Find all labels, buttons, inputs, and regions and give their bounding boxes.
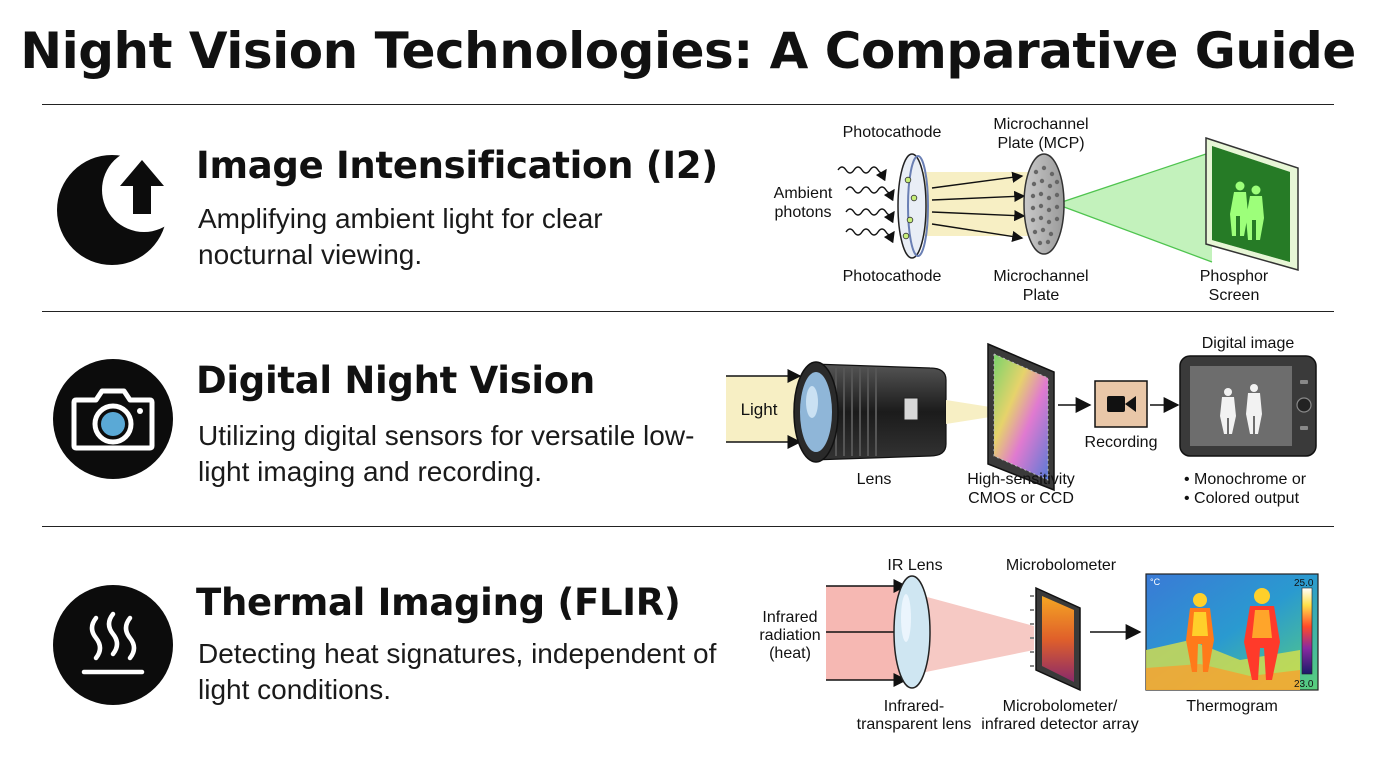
page-title: Night Vision Technologies: A Comparative… <box>20 22 1356 80</box>
label-light: Light <box>741 400 778 419</box>
photon-waves <box>837 166 895 244</box>
label-mcp-bottom: Microchannel <box>993 268 1088 285</box>
label-microbolometer: Microbolometer <box>1006 557 1117 574</box>
label-mcp-bottom: Plate <box>1023 287 1060 304</box>
section-description-digital: Utilizing digital sensors for versatile … <box>198 420 695 487</box>
microbolometer-shape <box>1030 586 1081 692</box>
recording-icon <box>1094 380 1148 428</box>
label-lens-bottom: Infrared- <box>884 698 944 715</box>
camera-lens-shape <box>793 361 947 463</box>
label-mcp-top: Plate (MCP) <box>997 135 1084 152</box>
label-recording: Recording <box>1085 434 1158 451</box>
thermogram-scale-unit: °C <box>1150 577 1161 587</box>
label-lens-bottom: transparent lens <box>857 716 972 733</box>
label-phosphor-screen: Screen <box>1209 287 1260 304</box>
phosphor-screen-shape <box>1205 136 1299 271</box>
label-digital-image: Digital image <box>1202 335 1295 352</box>
thermogram-scale-max: 25.0 <box>1294 578 1314 589</box>
moon-arrow-up-icon <box>56 148 172 271</box>
label-ambient-photons: Ambient <box>774 185 833 202</box>
section-description-thermal: Detecting heat signatures, independent o… <box>198 638 717 705</box>
divider <box>42 526 1334 527</box>
label-ambient-photons: photons <box>775 204 832 221</box>
label-infrared-radiation: (heat) <box>769 645 811 662</box>
label-sensor: CMOS or CCD <box>968 490 1074 507</box>
thermogram-scale-min: 23.0 <box>1294 679 1314 690</box>
label-phosphor-screen: Phosphor <box>1200 268 1269 285</box>
label-photocathode-top: Photocathode <box>843 124 942 141</box>
photocathode-shape <box>897 153 927 259</box>
label-infrared-radiation: Infrared <box>762 609 817 626</box>
thermogram-image <box>1145 573 1319 691</box>
sensor-shape <box>987 342 1055 492</box>
label-infrared-radiation: radiation <box>759 627 820 644</box>
divider <box>42 104 1334 105</box>
label-ir-lens: IR Lens <box>887 557 942 574</box>
ir-lens-shape <box>893 575 931 689</box>
heat-waves-icon <box>52 584 174 711</box>
section-title-i2: Image Intensification (I2) <box>196 144 718 187</box>
section-title-thermal: Thermal Imaging (FLIR) <box>196 581 681 624</box>
mcp-shape <box>1023 153 1065 255</box>
section-title-digital: Digital Night Vision <box>196 359 595 402</box>
label-thermogram: Thermogram <box>1186 698 1278 715</box>
mcp-channels <box>1030 165 1060 246</box>
digital-display-shape <box>1179 355 1317 457</box>
label-mcp-top: Microchannel <box>993 116 1088 133</box>
label-sensor: High-sensitivity <box>967 471 1075 488</box>
label-detector-array: Microbolometer/ <box>1003 698 1118 715</box>
section-description-i2: Amplifying ambient light for clear noctu… <box>198 203 603 270</box>
label-output-bullet: • Colored output <box>1184 490 1300 507</box>
label-detector-array: infrared detector array <box>981 716 1138 733</box>
electron-arrows <box>931 171 1026 243</box>
label-output-bullet: • Monochrome or <box>1184 471 1307 488</box>
label-photocathode-bottom: Photocathode <box>843 268 942 285</box>
label-lens: Lens <box>857 471 892 488</box>
divider <box>42 311 1334 312</box>
camera-icon <box>52 358 174 485</box>
